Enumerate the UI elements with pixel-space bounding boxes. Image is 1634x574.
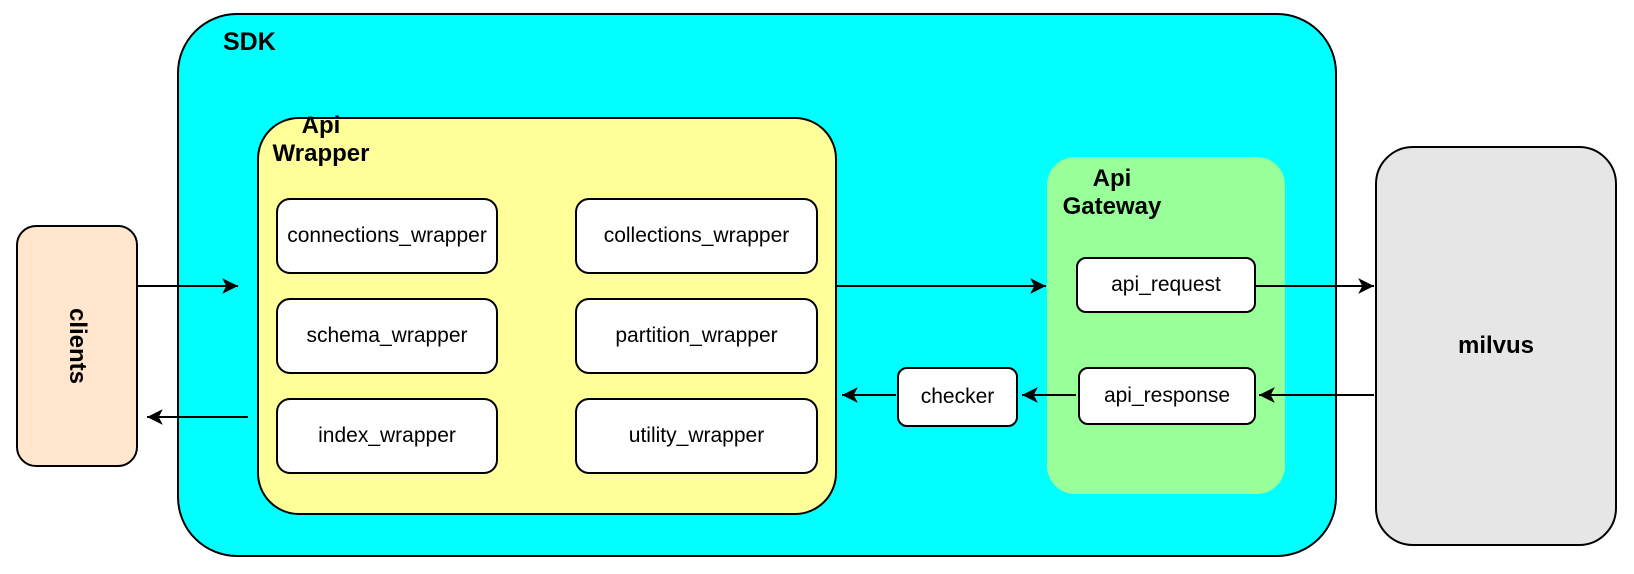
index-wrapper-label: index_wrapper: [318, 424, 456, 448]
sdk-label: SDK: [223, 28, 276, 56]
node-connections-wrapper: connections_wrapper: [276, 198, 498, 274]
utility-wrapper-label: utility_wrapper: [628, 424, 765, 448]
node-api-gateway: [1047, 157, 1285, 494]
node-api-response: api_response: [1078, 367, 1256, 425]
partition-wrapper-label: partition_wrapper: [615, 324, 778, 348]
api-wrapper-label: Api Wrapper: [272, 112, 370, 167]
schema-wrapper-label: schema_wrapper: [306, 324, 468, 348]
api-request-label: api_request: [1111, 273, 1221, 297]
node-index-wrapper: index_wrapper: [276, 398, 498, 474]
milvus-label: milvus: [1457, 332, 1535, 359]
api-response-label: api_response: [1103, 384, 1231, 408]
checker-label: checker: [920, 385, 995, 409]
node-collections-wrapper: collections_wrapper: [575, 198, 818, 274]
node-clients: clients: [16, 225, 138, 467]
node-schema-wrapper: schema_wrapper: [276, 298, 498, 374]
node-milvus: milvus: [1375, 146, 1617, 546]
node-partition-wrapper: partition_wrapper: [575, 298, 818, 374]
collections-wrapper-label: collections_wrapper: [603, 224, 790, 248]
node-api-request: api_request: [1076, 257, 1256, 313]
connections-wrapper-label: connections_wrapper: [287, 224, 487, 248]
node-utility-wrapper: utility_wrapper: [575, 398, 818, 474]
api-gateway-label: Api Gateway: [1062, 165, 1162, 220]
node-checker: checker: [897, 367, 1018, 427]
clients-label: clients: [64, 307, 91, 385]
